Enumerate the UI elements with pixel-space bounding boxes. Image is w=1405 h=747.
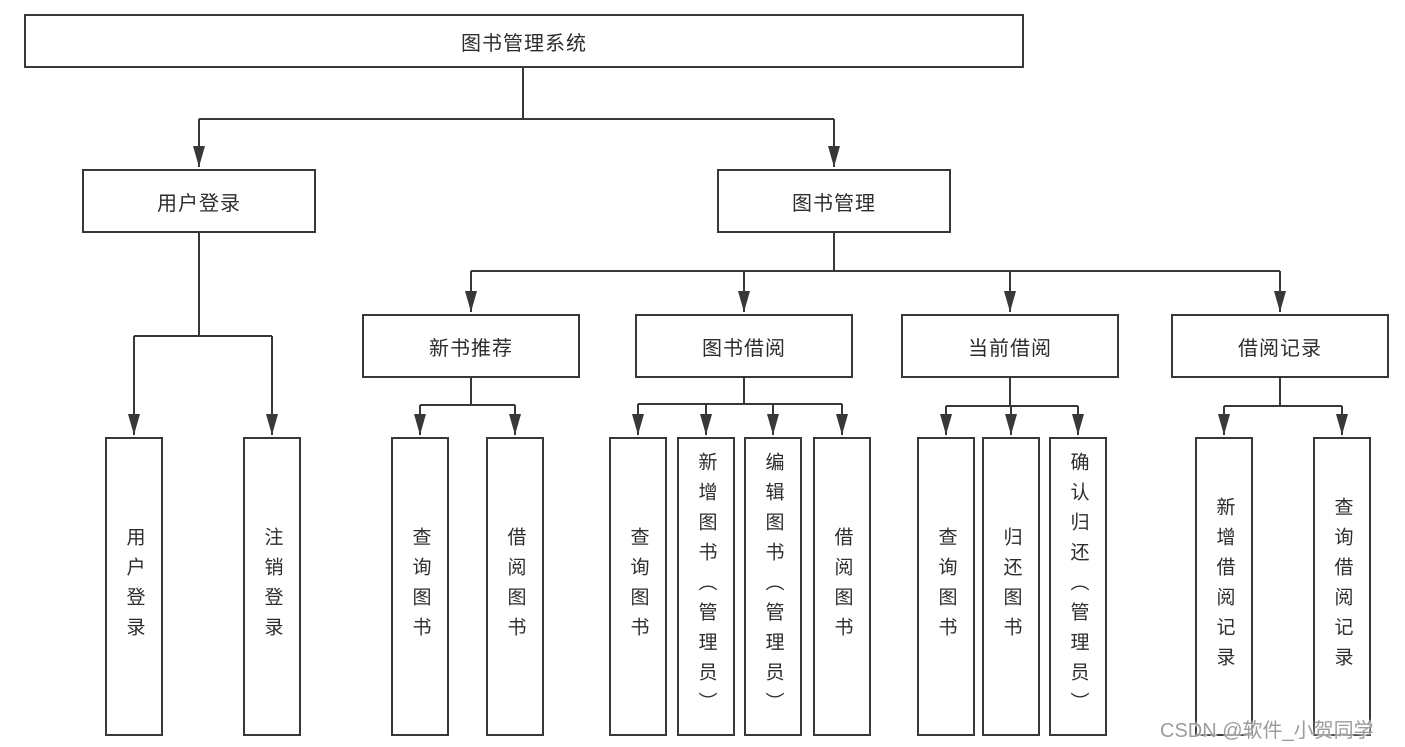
node-label: 确认归还（管理员） [1067, 451, 1089, 722]
node-system-root: 图书管理系统 [24, 14, 1024, 68]
connector-root-to-level2 [193, 68, 840, 167]
node-label: 用户登录 [123, 526, 145, 647]
leaf-query-books-current: 查询图书 [917, 437, 975, 736]
leaf-add-borrow-record: 新增借阅记录 [1195, 437, 1253, 736]
leaf-borrow-books-recommend: 借阅图书 [486, 437, 544, 736]
node-label: 新书推荐 [429, 337, 513, 360]
leaf-confirm-return-admin: 确认归还（管理员） [1049, 437, 1107, 736]
leaf-query-books-borrowing: 查询图书 [609, 437, 667, 736]
leaf-return-books: 归还图书 [982, 437, 1040, 736]
node-label: 查询图书 [627, 526, 649, 647]
leaf-query-borrow-record: 查询借阅记录 [1313, 437, 1371, 736]
node-current-borrowing: 当前借阅 [901, 314, 1119, 378]
node-label: 用户登录 [157, 192, 241, 215]
leaf-query-books-recommend: 查询图书 [391, 437, 449, 736]
connector-book-mgmt-children [465, 233, 1286, 312]
node-label: 查询借阅记录 [1331, 496, 1353, 677]
leaf-user-login: 用户登录 [105, 437, 163, 736]
node-label: 查询图书 [935, 526, 957, 647]
node-user-login: 用户登录 [82, 169, 316, 233]
node-label: 注销登录 [261, 526, 283, 647]
node-label: 归还图书 [1000, 526, 1022, 647]
node-label: 借阅记录 [1238, 337, 1322, 360]
node-label: 图书管理系统 [461, 32, 587, 55]
node-borrowing-records: 借阅记录 [1171, 314, 1389, 378]
leaf-borrow-books: 借阅图书 [813, 437, 871, 736]
leaf-edit-books-admin: 编辑图书（管理员） [744, 437, 802, 736]
connector-new-book-children [414, 378, 521, 435]
connector-current-borrow-children [940, 378, 1084, 435]
node-label: 借阅图书 [831, 526, 853, 647]
node-label: 图书管理 [792, 192, 876, 215]
connector-user-login-children [128, 233, 278, 435]
node-book-borrowing: 图书借阅 [635, 314, 853, 378]
connector-borrow-record-children [1218, 378, 1348, 435]
node-book-management: 图书管理 [717, 169, 951, 233]
node-label: 借阅图书 [504, 526, 526, 647]
node-label: 新增图书（管理员） [695, 451, 717, 722]
node-label: 查询图书 [409, 526, 431, 647]
node-label: 图书借阅 [702, 337, 786, 360]
connector-book-borrow-children [632, 378, 848, 435]
leaf-add-books-admin: 新增图书（管理员） [677, 437, 735, 736]
node-new-book-recommend: 新书推荐 [362, 314, 580, 378]
node-label: 编辑图书（管理员） [762, 451, 784, 722]
node-label: 新增借阅记录 [1213, 496, 1235, 677]
csdn-watermark: CSDN @软件_小贺同学 [1160, 720, 1374, 742]
leaf-logout: 注销登录 [243, 437, 301, 736]
node-label: 当前借阅 [968, 337, 1052, 360]
